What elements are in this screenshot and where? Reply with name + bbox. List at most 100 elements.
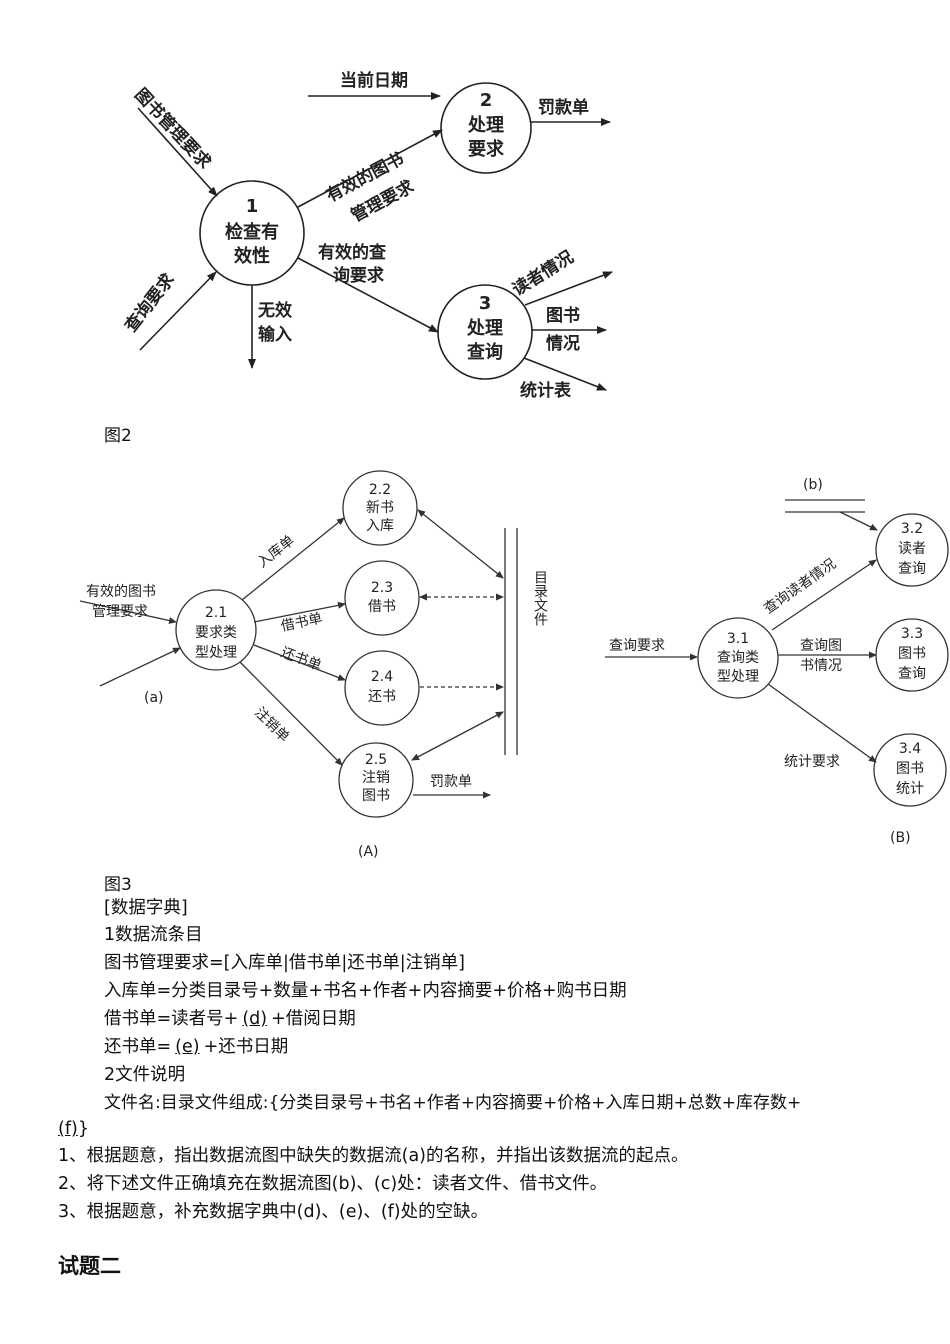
label-fine-slip-a: 罚款单 [430, 774, 472, 790]
label-valid-query-2: 询要求 [333, 265, 384, 286]
dict-catalog-file: 文件名:目录文件组成:{分类目录号+书名+作者+内容摘要+价格+入库日期+总数+… [104, 1093, 802, 1113]
process-3-label-line1: 处理 [466, 317, 503, 339]
label-missing-b: (b) [803, 477, 823, 493]
flow-valid-book-request-in [79, 600, 177, 624]
process-3-1-number: 3.1 [727, 631, 749, 647]
process-2-label-line2: 要求 [468, 138, 505, 160]
process-2-1-circle [175, 589, 257, 671]
label-query-request: 查询要求 [120, 270, 179, 337]
flow-reader-query [771, 559, 877, 631]
label-return-slip: 还书单 [279, 645, 324, 674]
process-2-3-circle [344, 560, 420, 636]
process-2-circle [440, 82, 532, 174]
process-3-1-label-line1: 查询类 [717, 650, 759, 666]
dict-book-mgmt-request: 图书管理要求=[入库单|借书单|还书单|注销单] [104, 953, 466, 973]
question-2: 2、将下述文件正确填充在数据流图(b)、(c)处：读者文件、借书文件。 [58, 1174, 608, 1194]
label-book-status-1: 图书 [546, 306, 580, 326]
label-fine-slip: 罚款单 [538, 97, 589, 118]
process-3-3-label-line1: 图书 [898, 646, 926, 662]
file-description-heading: 2文件说明 [104, 1065, 186, 1085]
process-3-4-number: 3.4 [899, 741, 921, 757]
figure-3-dataflow-diagram: 2.1 要求类 型处理 2.2 新书 入库 2.3 借书 2.4 还书 2.5 … [79, 470, 949, 860]
flow-reader-status [524, 271, 613, 306]
dict-file-close: } [77, 1119, 89, 1139]
label-invalid-1: 无效 [257, 300, 292, 321]
label-sub-b: (B) [890, 830, 911, 846]
flow-2-5-catalog [411, 711, 504, 761]
process-3-2-label-line2: 查询 [898, 561, 926, 577]
blank-e: (e) [175, 1037, 200, 1057]
process-3-2-number: 3.2 [901, 521, 923, 537]
process-2-1-label-line1: 要求类 [195, 625, 237, 641]
dict-borrow-prefix: 借书单=读者号+ [104, 1009, 239, 1029]
flow-return-slip [253, 644, 346, 681]
process-2-4-number: 2.4 [371, 669, 393, 685]
label-stats-request: 统计要求 [784, 754, 840, 770]
flow-2-2-catalog [417, 509, 504, 579]
process-2-3-number: 2.3 [371, 580, 393, 596]
process-3-4-label-line2: 统计 [896, 781, 924, 797]
label-sub-a: (A) [358, 844, 379, 860]
label-query-request-b: 查询要求 [609, 638, 665, 654]
flow-stats-request [767, 683, 877, 763]
label-book-mgmt-request: 图书管理要求 [130, 84, 215, 173]
flow-borrow-slip [253, 601, 346, 623]
label-current-date: 当前日期 [340, 70, 408, 91]
figure-3-caption: 图3 [104, 875, 132, 895]
process-2-2-label-line2: 入库 [366, 518, 394, 534]
process-2-5-label-line1: 注销 [362, 770, 390, 786]
blank-d: (d) [242, 1009, 268, 1029]
dict-return-slip: 还书单=(e)+还书日期 [104, 1034, 288, 1060]
process-3-3-number: 3.3 [901, 626, 923, 642]
blank-f: (f) [58, 1119, 78, 1139]
process-3-number: 3 [479, 293, 492, 314]
dict-borrow-slip: 借书单=读者号+(d)+借阅日期 [104, 1006, 356, 1032]
question-1: 1、根据题意，指出数据流图中缺失的数据流(a)的名称，并指出该数据流的起点。 [58, 1146, 689, 1166]
process-2-1-label-line2: 型处理 [195, 645, 237, 661]
flow-in-stock-slip [241, 517, 345, 601]
flow-entries-heading: 1数据流条目 [104, 925, 203, 945]
label-reader-query: 查询读者情况 [761, 555, 840, 617]
process-2-3-label: 借书 [368, 599, 396, 615]
process-2-number: 2 [480, 90, 493, 111]
label-cancel-slip: 注销单 [251, 705, 292, 746]
process-2-4-circle [344, 650, 420, 726]
section-heading: 试题二 [58, 1254, 121, 1278]
label-reader-status: 读者情况 [509, 246, 578, 300]
process-2-5-number: 2.5 [365, 752, 387, 768]
dict-borrow-suffix: +借阅日期 [271, 1009, 356, 1029]
dict-catalog-file-end: (f)} [58, 1116, 89, 1142]
figure-2-caption: 图2 [104, 426, 132, 446]
label-book-query-1: 查询图 [800, 638, 842, 654]
flow-missing-a [99, 647, 181, 687]
flow-book-mgmt-request [137, 107, 218, 197]
label-borrow-slip: 借书单 [280, 611, 324, 635]
question-3: 3、根据题意，补充数据字典中(d)、(e)、(f)处的空缺。 [58, 1202, 489, 1222]
process-1-number: 1 [246, 196, 259, 217]
flow-query-request [139, 271, 217, 351]
flow-stats-table [523, 357, 607, 391]
label-book-status-2: 情况 [546, 333, 580, 354]
figure-2-dataflow-diagram: 1 检查有 效性 2 处理 要求 3 处理 查询 图书管理要求 查询要求 当前日… [120, 70, 613, 401]
flow-cancel-slip [239, 661, 343, 766]
dict-return-suffix: +还书日期 [203, 1037, 289, 1057]
process-3-4-label-line1: 图书 [896, 761, 924, 777]
process-2-1-number: 2.1 [205, 605, 227, 621]
flow-valid-book-request [297, 129, 443, 208]
label-valid-query-1: 有效的查 [318, 242, 387, 263]
label-invalid-2: 输入 [258, 324, 292, 345]
label-stats-table: 统计表 [520, 380, 572, 401]
label-catalog-file: 目录文件 [532, 570, 548, 626]
process-3-2-label-line1: 读者 [898, 540, 926, 557]
process-2-5-label-line2: 图书 [362, 788, 390, 804]
process-2-label-line1: 处理 [467, 114, 504, 136]
process-3-1-label-line2: 型处理 [717, 669, 759, 685]
process-1-label-line1: 检查有 [225, 221, 279, 243]
process-2-2-label-line1: 新书 [366, 500, 394, 516]
dict-return-prefix: 还书单= [104, 1037, 172, 1057]
process-2-4-label: 还书 [368, 689, 396, 705]
dict-in-stock-slip: 入库单=分类目录号+数量+书名+作者+内容摘要+价格+购书日期 [104, 981, 627, 1001]
label-missing-a: (a) [144, 690, 164, 706]
process-2-2-circle [342, 470, 418, 546]
process-3-3-label-line2: 查询 [898, 666, 926, 682]
